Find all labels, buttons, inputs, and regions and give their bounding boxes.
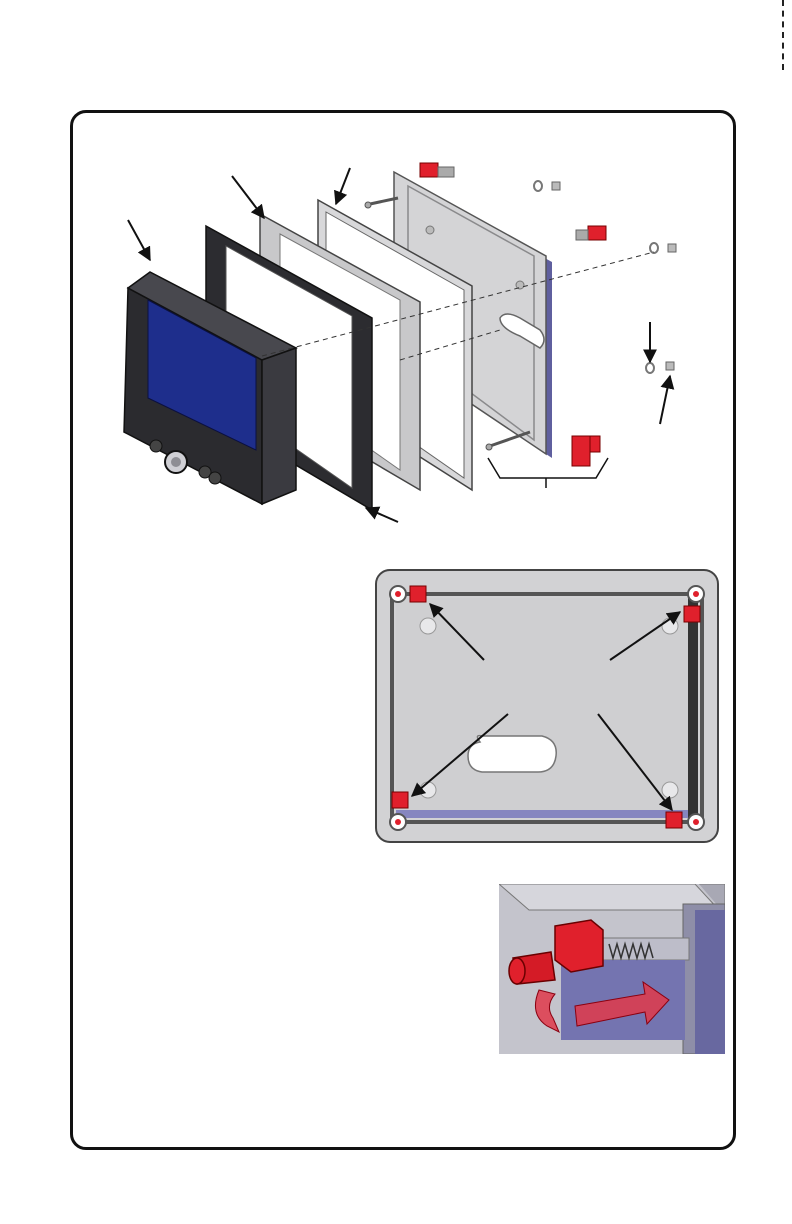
washer-icon — [646, 362, 674, 373]
red-latch-icon — [392, 792, 408, 808]
leader-arrow-icon — [336, 168, 350, 204]
washer-icon — [534, 181, 560, 191]
washer-icon — [650, 243, 676, 253]
red-latch-icon — [684, 606, 700, 622]
leader-arrow-icon — [366, 508, 398, 522]
red-latch-icon — [420, 163, 454, 177]
red-latch-icon — [572, 436, 600, 466]
mounting-plate-back-view — [370, 564, 724, 848]
leader-arrow-icon — [232, 176, 264, 218]
leader-arrow-icon — [660, 376, 670, 424]
exploded-assembly-diagram — [0, 0, 792, 540]
red-latch-icon — [576, 226, 606, 240]
red-latch-icon — [666, 812, 682, 828]
latch-detail — [499, 884, 725, 1054]
screw-icon — [486, 432, 530, 450]
screw-icon — [365, 198, 398, 208]
leader-arrow-icon — [128, 220, 150, 260]
red-latch-icon — [410, 586, 426, 602]
